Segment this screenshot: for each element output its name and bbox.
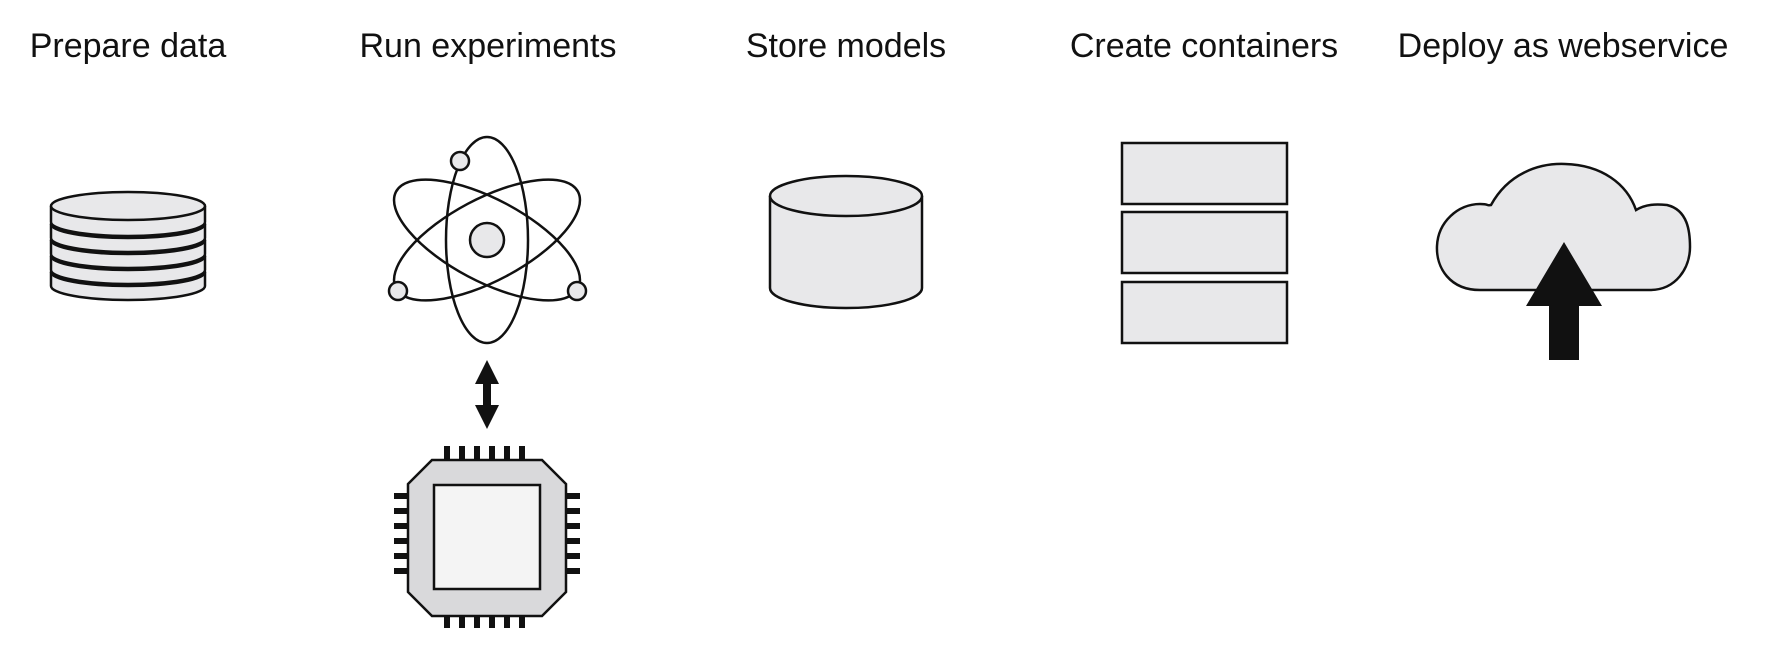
atom-icon	[387, 135, 588, 345]
cloud-upload-icon	[1435, 162, 1692, 360]
step-label-prepare-data: Prepare data	[29, 27, 227, 65]
stacked-containers-icon	[1120, 141, 1289, 345]
step-label-create-containers: Create containers	[1069, 27, 1339, 65]
database-stack-icon	[49, 190, 207, 302]
cylinder-storage-icon	[768, 174, 924, 310]
cpu-chip-icon	[394, 446, 580, 628]
double-arrow-icon	[475, 360, 499, 429]
step-label-deploy-as-webservice: Deploy as webservice	[1397, 27, 1729, 65]
step-label-run-experiments: Run experiments	[359, 27, 617, 65]
step-label-store-models: Store models	[745, 27, 947, 65]
